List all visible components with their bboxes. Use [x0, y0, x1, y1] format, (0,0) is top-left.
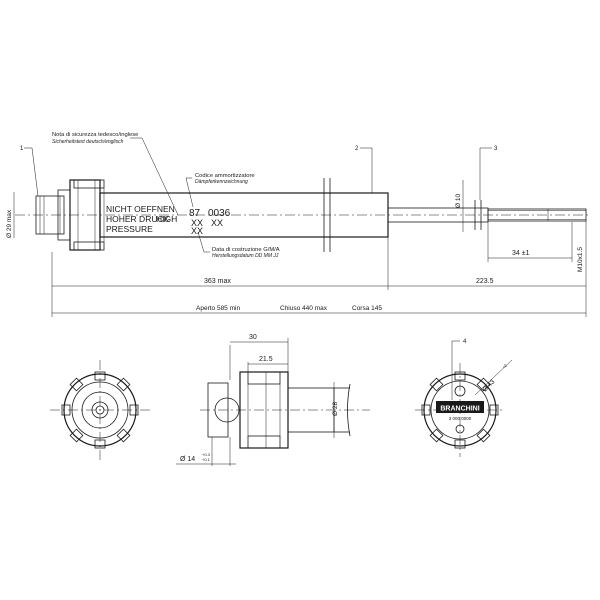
summary-open: Aperto 585 min — [196, 305, 240, 312]
brand-plate — [436, 401, 484, 413]
warning-line-3: PRESSURE — [106, 224, 153, 234]
dim-thread: M10x1.5 — [577, 247, 584, 272]
section-view-middle: 30 21.5 Ø 28 Ø 14 +0.3 +0.1 — [176, 334, 370, 466]
dim-d43: Ø 43 — [481, 378, 496, 393]
safety-leader — [130, 137, 179, 216]
dim-d28: Ø 28 — [332, 402, 339, 416]
shock-absorber-side-view — [15, 178, 590, 252]
code-note-de: Dämpferkennzeichnung — [195, 179, 248, 185]
date-leader — [197, 231, 210, 253]
safety-note: Nota di sicurezza tedesco/inglese — [52, 132, 138, 138]
brand-label: BRANCHINI — [440, 406, 479, 413]
date-part-c: XX — [191, 226, 203, 236]
warning-line-2: HOHER DRUCK — [106, 214, 170, 224]
code-leader — [185, 177, 194, 208]
date-note-de: Herstellungsdatum DD MM JJ — [212, 253, 279, 259]
eye-end — [35, 195, 65, 235]
balloon-2: 2 — [355, 146, 359, 152]
balloon-1: 1 — [20, 146, 24, 152]
date-part-a: XX — [191, 218, 203, 228]
balloon-3-leader — [479, 147, 492, 200]
label-row-2: 3 000 0000 — [449, 416, 472, 421]
callouts: Nota di sicurezza tedesco/inglese Sicher… — [52, 132, 280, 259]
threaded-end — [487, 208, 587, 222]
code-part-b: 0036 — [208, 208, 231, 219]
dim-223: 223.5 — [476, 278, 494, 285]
dim-d14-tol-dn: +0.1 — [202, 457, 211, 462]
body-lettering: NICHT OEFFNEN HOHER DRUCK HIGH PRESSURE … — [106, 204, 231, 236]
dim-30: 30 — [249, 334, 257, 341]
dim-d29: Ø 29 max — [6, 209, 13, 238]
warning-line-1: NICHT OEFFNEN — [106, 204, 175, 214]
balloon-1-leader — [24, 147, 39, 197]
balloon-2-leader — [360, 147, 373, 193]
end-view-right: BRANCHINI 3 000 0000 Ø 43 +2 — [415, 359, 513, 457]
date-part-b: XX — [211, 218, 223, 228]
code-part-a: 87 — [189, 208, 201, 219]
summary-closed: Chiuso 440 max — [280, 305, 328, 312]
dim-d14: Ø 14 — [180, 456, 195, 463]
dim-d14-tol-up: +0.3 — [202, 452, 211, 457]
item-balloons: 1 2 3 4 — [20, 146, 498, 400]
dim-21: 21.5 — [259, 356, 273, 363]
summary-stroke: Corsa 145 — [352, 305, 382, 312]
safety-note-de: Sicherheitstext deutsch/englisch — [52, 139, 124, 145]
dim-d10: Ø 10 — [455, 194, 462, 208]
date-note: Data di costruzione G/M/A — [212, 247, 280, 253]
main-dimensions: Ø 29 max Ø 10 M10x1.5 34 ±1 363 max 223.… — [6, 180, 587, 317]
end-view-left — [50, 360, 150, 460]
dim-34: 34 ±1 — [512, 250, 530, 257]
balloon-4-leader — [451, 340, 460, 400]
dim-363: 363 max — [204, 278, 231, 285]
code-note: Codice ammortizzatore — [195, 173, 255, 179]
balloon-4: 4 — [463, 339, 467, 345]
dim-d43-tol: +2 — [501, 362, 508, 369]
warning-line-2b: HIGH — [156, 214, 177, 224]
balloon-3: 3 — [494, 146, 498, 152]
